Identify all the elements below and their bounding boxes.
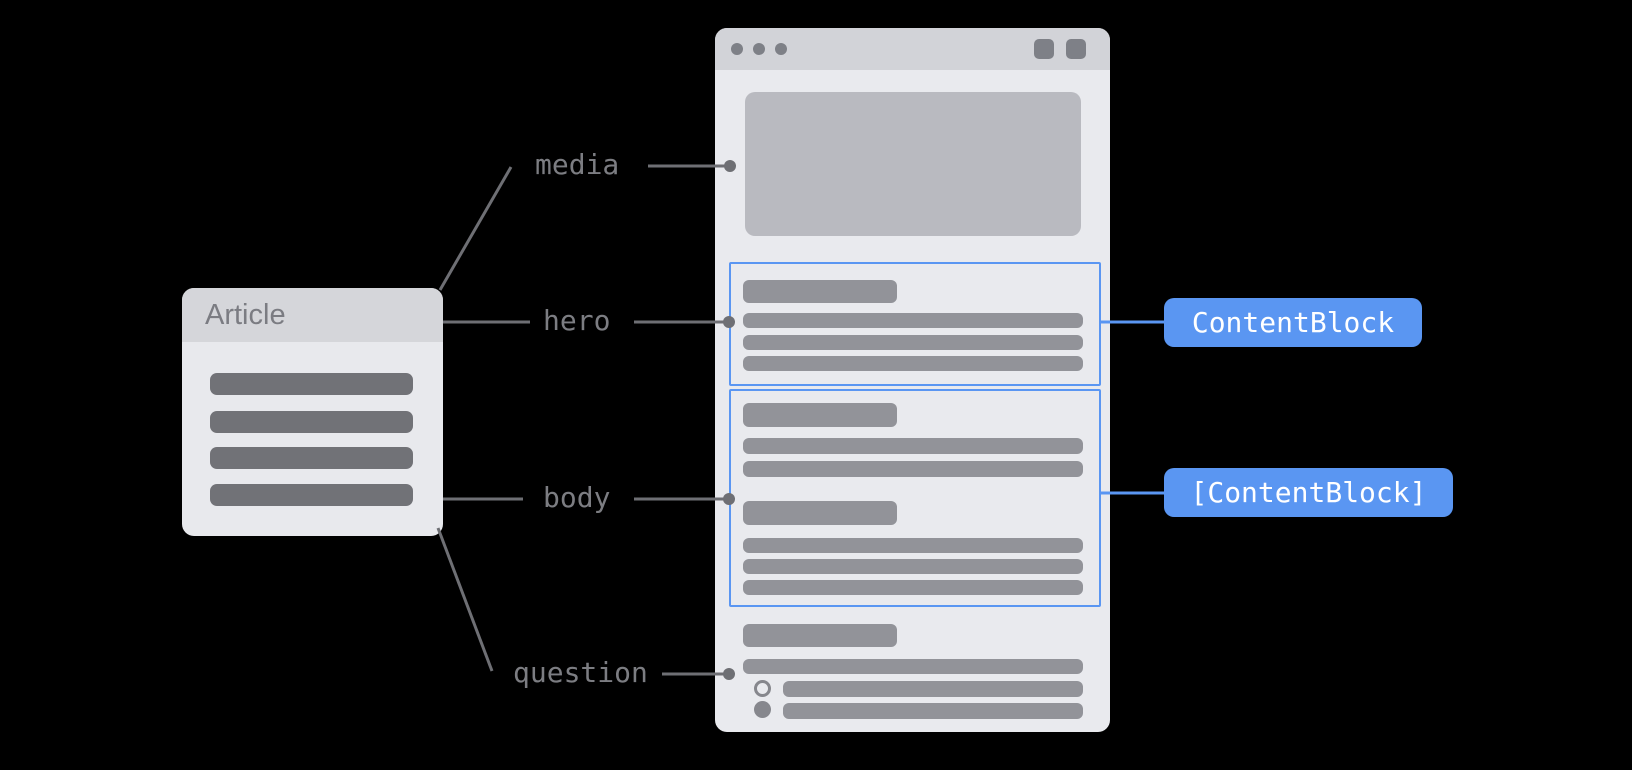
contentblock-list-badge: [ContentBlock] [1164,468,1453,517]
text-line-bar [743,461,1083,477]
text-line-bar [743,438,1083,454]
text-line-bar [743,580,1083,595]
window-control-dot-icon [753,43,765,55]
heading-placeholder-bar [743,280,897,303]
media-connector-dot [724,160,736,172]
heading-placeholder-bar [743,624,897,647]
radio-selected-icon [754,701,771,718]
field-placeholder-bar [210,447,413,469]
text-line-bar [743,356,1083,371]
media-diagonal-line [438,166,513,291]
field-label-hero: hero [543,304,611,338]
window-titlebar [715,28,1110,70]
field-placeholder-bar [210,484,413,506]
field-label-media: media [535,148,620,182]
field-label-body: body [543,481,611,515]
hero-connector-dot [723,316,735,328]
article-card-header: Article [182,288,443,342]
text-line-bar [743,538,1083,553]
heading-placeholder-bar [743,403,897,427]
question-diagonal-line [436,527,494,672]
text-line-bar [743,659,1083,674]
question-connector-dot [723,668,735,680]
heading-placeholder-bar [743,501,897,525]
radio-unselected-icon [754,680,771,697]
article-card-title: Article [205,299,286,331]
text-line-bar [743,335,1083,350]
window-control-dot-icon [775,43,787,55]
window-button-icon [1066,39,1086,59]
answer-option-bar [783,703,1083,719]
browser-window-mockup [715,28,1110,732]
contentblock-badge: ContentBlock [1164,298,1422,347]
field-placeholder-bar [210,411,413,433]
article-content-type-card: Article [182,288,443,536]
body-connector-dot [723,493,735,505]
media-placeholder [745,92,1081,236]
text-line-bar [743,559,1083,574]
window-button-icon [1034,39,1054,59]
window-control-dot-icon [731,43,743,55]
field-placeholder-bar [210,373,413,395]
field-label-question: question [513,656,648,690]
answer-option-bar [783,681,1083,697]
text-line-bar [743,313,1083,328]
